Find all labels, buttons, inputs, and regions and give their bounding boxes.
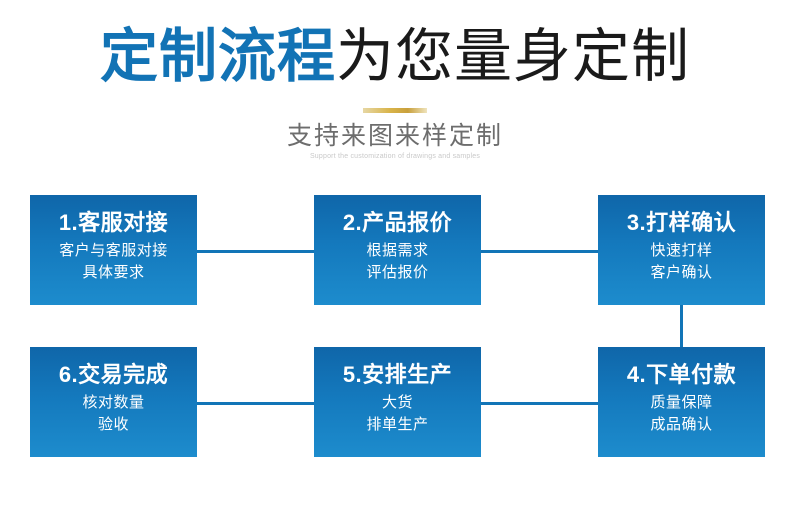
connector-step3-step4 — [680, 303, 683, 349]
flow-step-4-subline-1: 质量保障 — [650, 394, 713, 411]
flow-step-4[interactable]: 4.下单付款 质量保障 成品确认 — [598, 347, 765, 457]
connector-step2-step3 — [479, 250, 600, 253]
page-title-accent: 定制流程 — [99, 24, 336, 89]
flow-step-6-title: 6.交易完成 — [58, 362, 169, 387]
flow-step-3[interactable]: 3.打样确认 快速打样 客户确认 — [598, 195, 765, 305]
flow-step-2-subline-2: 评估报价 — [366, 264, 429, 281]
flow-step-6[interactable]: 6.交易完成 核对数量 验收 — [30, 347, 197, 457]
flow-step-1[interactable]: 1.客服对接 客户与客服对接 具体要求 — [30, 195, 197, 305]
subtitle-chinese: 支持来图来样定制 — [286, 122, 503, 150]
flow-step-4-subline-2: 成品确认 — [650, 416, 713, 433]
page-title-rest: 为您量身定制 — [336, 24, 691, 89]
connector-step4-step5 — [479, 402, 600, 405]
flow-step-6-subline-1: 核对数量 — [82, 394, 145, 411]
flow-step-6-subline-2: 验收 — [97, 416, 129, 433]
flow-step-2-subline-1: 根据需求 — [366, 242, 429, 259]
flow-step-1-subline-2: 具体要求 — [82, 264, 145, 281]
flow-step-2-title: 2.产品报价 — [342, 210, 453, 235]
flow-step-4-title: 4.下单付款 — [626, 362, 737, 387]
flow-step-3-title: 3.打样确认 — [626, 210, 737, 235]
flow-step-3-subline-1: 快速打样 — [650, 242, 713, 259]
gold-divider — [363, 108, 427, 113]
flow-step-1-subline-1: 客户与客服对接 — [59, 242, 168, 259]
flow-step-5[interactable]: 5.安排生产 大货 排单生产 — [314, 347, 481, 457]
subtitle-english: Support the customization of drawings an… — [309, 153, 481, 160]
connector-step1-step2 — [195, 250, 316, 253]
flow-step-5-subline-2: 排单生产 — [366, 416, 429, 433]
flow-step-1-title: 1.客服对接 — [58, 210, 169, 235]
connector-step5-step6 — [195, 402, 316, 405]
flow-step-2[interactable]: 2.产品报价 根据需求 评估报价 — [314, 195, 481, 305]
page-header: 定制流程为您量身定制 — [0, 22, 790, 92]
flow-step-5-title: 5.安排生产 — [342, 362, 453, 387]
page-title: 定制流程为您量身定制 — [0, 22, 790, 92]
flow-step-3-subline-2: 客户确认 — [650, 264, 713, 281]
flow-step-5-subline-1: 大货 — [381, 394, 413, 411]
